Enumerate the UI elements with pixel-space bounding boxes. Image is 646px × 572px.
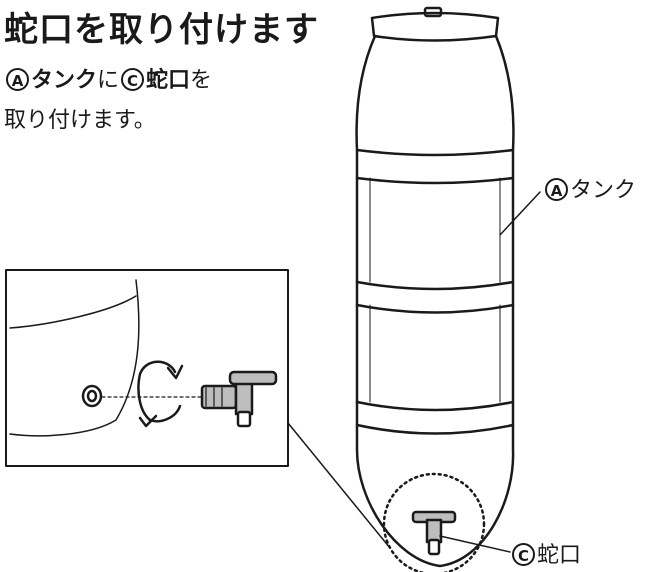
instruction-particle-ni: に <box>97 68 120 93</box>
page-title: 蛇口を取り付けます <box>4 10 319 50</box>
detail-inset-box <box>5 269 289 467</box>
tank-label: タンク <box>570 178 637 203</box>
instruction-faucet: 蛇口 <box>146 68 191 93</box>
marker-a-icon: A <box>6 67 29 91</box>
marker-a-icon: A <box>545 177 568 201</box>
faucet-small-icon <box>411 510 457 556</box>
marker-c-icon: C <box>121 67 145 91</box>
faucet-label: 蛇口 <box>537 543 582 568</box>
faucet-highlight-circle <box>382 472 486 572</box>
instruction-line-2: 取り付けます。 <box>4 108 156 133</box>
marker-c-icon: C <box>512 542 535 566</box>
tank-leader-line <box>499 191 541 236</box>
rotate-clockwise-icon <box>137 360 184 428</box>
faucet-large-icon <box>200 370 278 428</box>
instruction-tank: タンク <box>31 68 98 93</box>
faucet-leader-line <box>439 535 511 553</box>
tank-band-2 <box>355 280 515 314</box>
tank-band-3 <box>355 400 515 435</box>
threaded-hole-icon <box>81 384 103 408</box>
tank-body <box>355 34 515 568</box>
instruction-particle-wo: を <box>190 68 213 93</box>
tank-lid <box>370 6 500 42</box>
tank-band-1 <box>355 148 515 185</box>
